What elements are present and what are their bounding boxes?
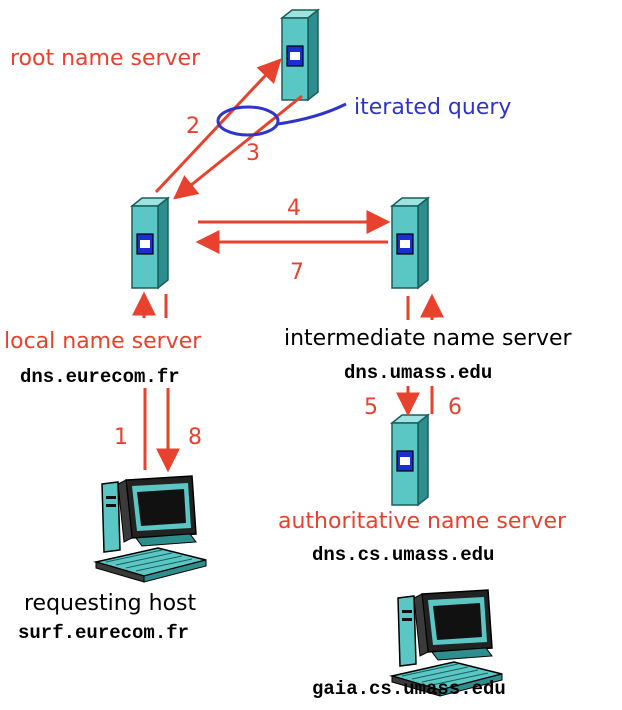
- local-name-server-label: local name server: [4, 329, 202, 354]
- arrow-step-2: [154, 58, 282, 194]
- intermediate-name-server-icon: [391, 197, 429, 289]
- iterated-query-pointer: [277, 102, 347, 126]
- authoritative-name-server-icon: [391, 414, 429, 506]
- local-name-server-icon: [131, 197, 169, 289]
- step-6-label: 6: [448, 395, 462, 420]
- arrow-step-3: [173, 94, 303, 200]
- step-2-label: 2: [186, 114, 200, 139]
- iterated-query-label: iterated query: [354, 95, 511, 120]
- authoritative-name-server-label: authoritative name server: [278, 509, 567, 534]
- requesting-host-label: requesting host: [24, 591, 197, 616]
- iterated-query-ellipse: [216, 105, 280, 137]
- intermediate-name-server-host: dns.umass.edu: [344, 362, 492, 384]
- step-4-label: 4: [287, 196, 301, 221]
- authoritative-name-server-host: dns.cs.umass.edu: [312, 544, 494, 566]
- step-7-label: 7: [290, 260, 304, 285]
- step-8-label: 8: [188, 425, 202, 450]
- root-name-server-label: root name server: [10, 46, 201, 71]
- intermediate-name-server-label: intermediate name server: [284, 326, 573, 351]
- local-name-server-host: dns.eurecom.fr: [20, 366, 180, 388]
- requesting-host-computer-icon: [95, 475, 207, 583]
- step-5-label: 5: [364, 395, 378, 420]
- root-name-server-icon: [281, 9, 319, 101]
- step-3-label: 3: [246, 141, 260, 166]
- step-1-label: 1: [114, 425, 128, 450]
- target-host-name: gaia.cs.umass.edu: [312, 678, 506, 700]
- requesting-host-name: surf.eurecom.fr: [18, 622, 189, 644]
